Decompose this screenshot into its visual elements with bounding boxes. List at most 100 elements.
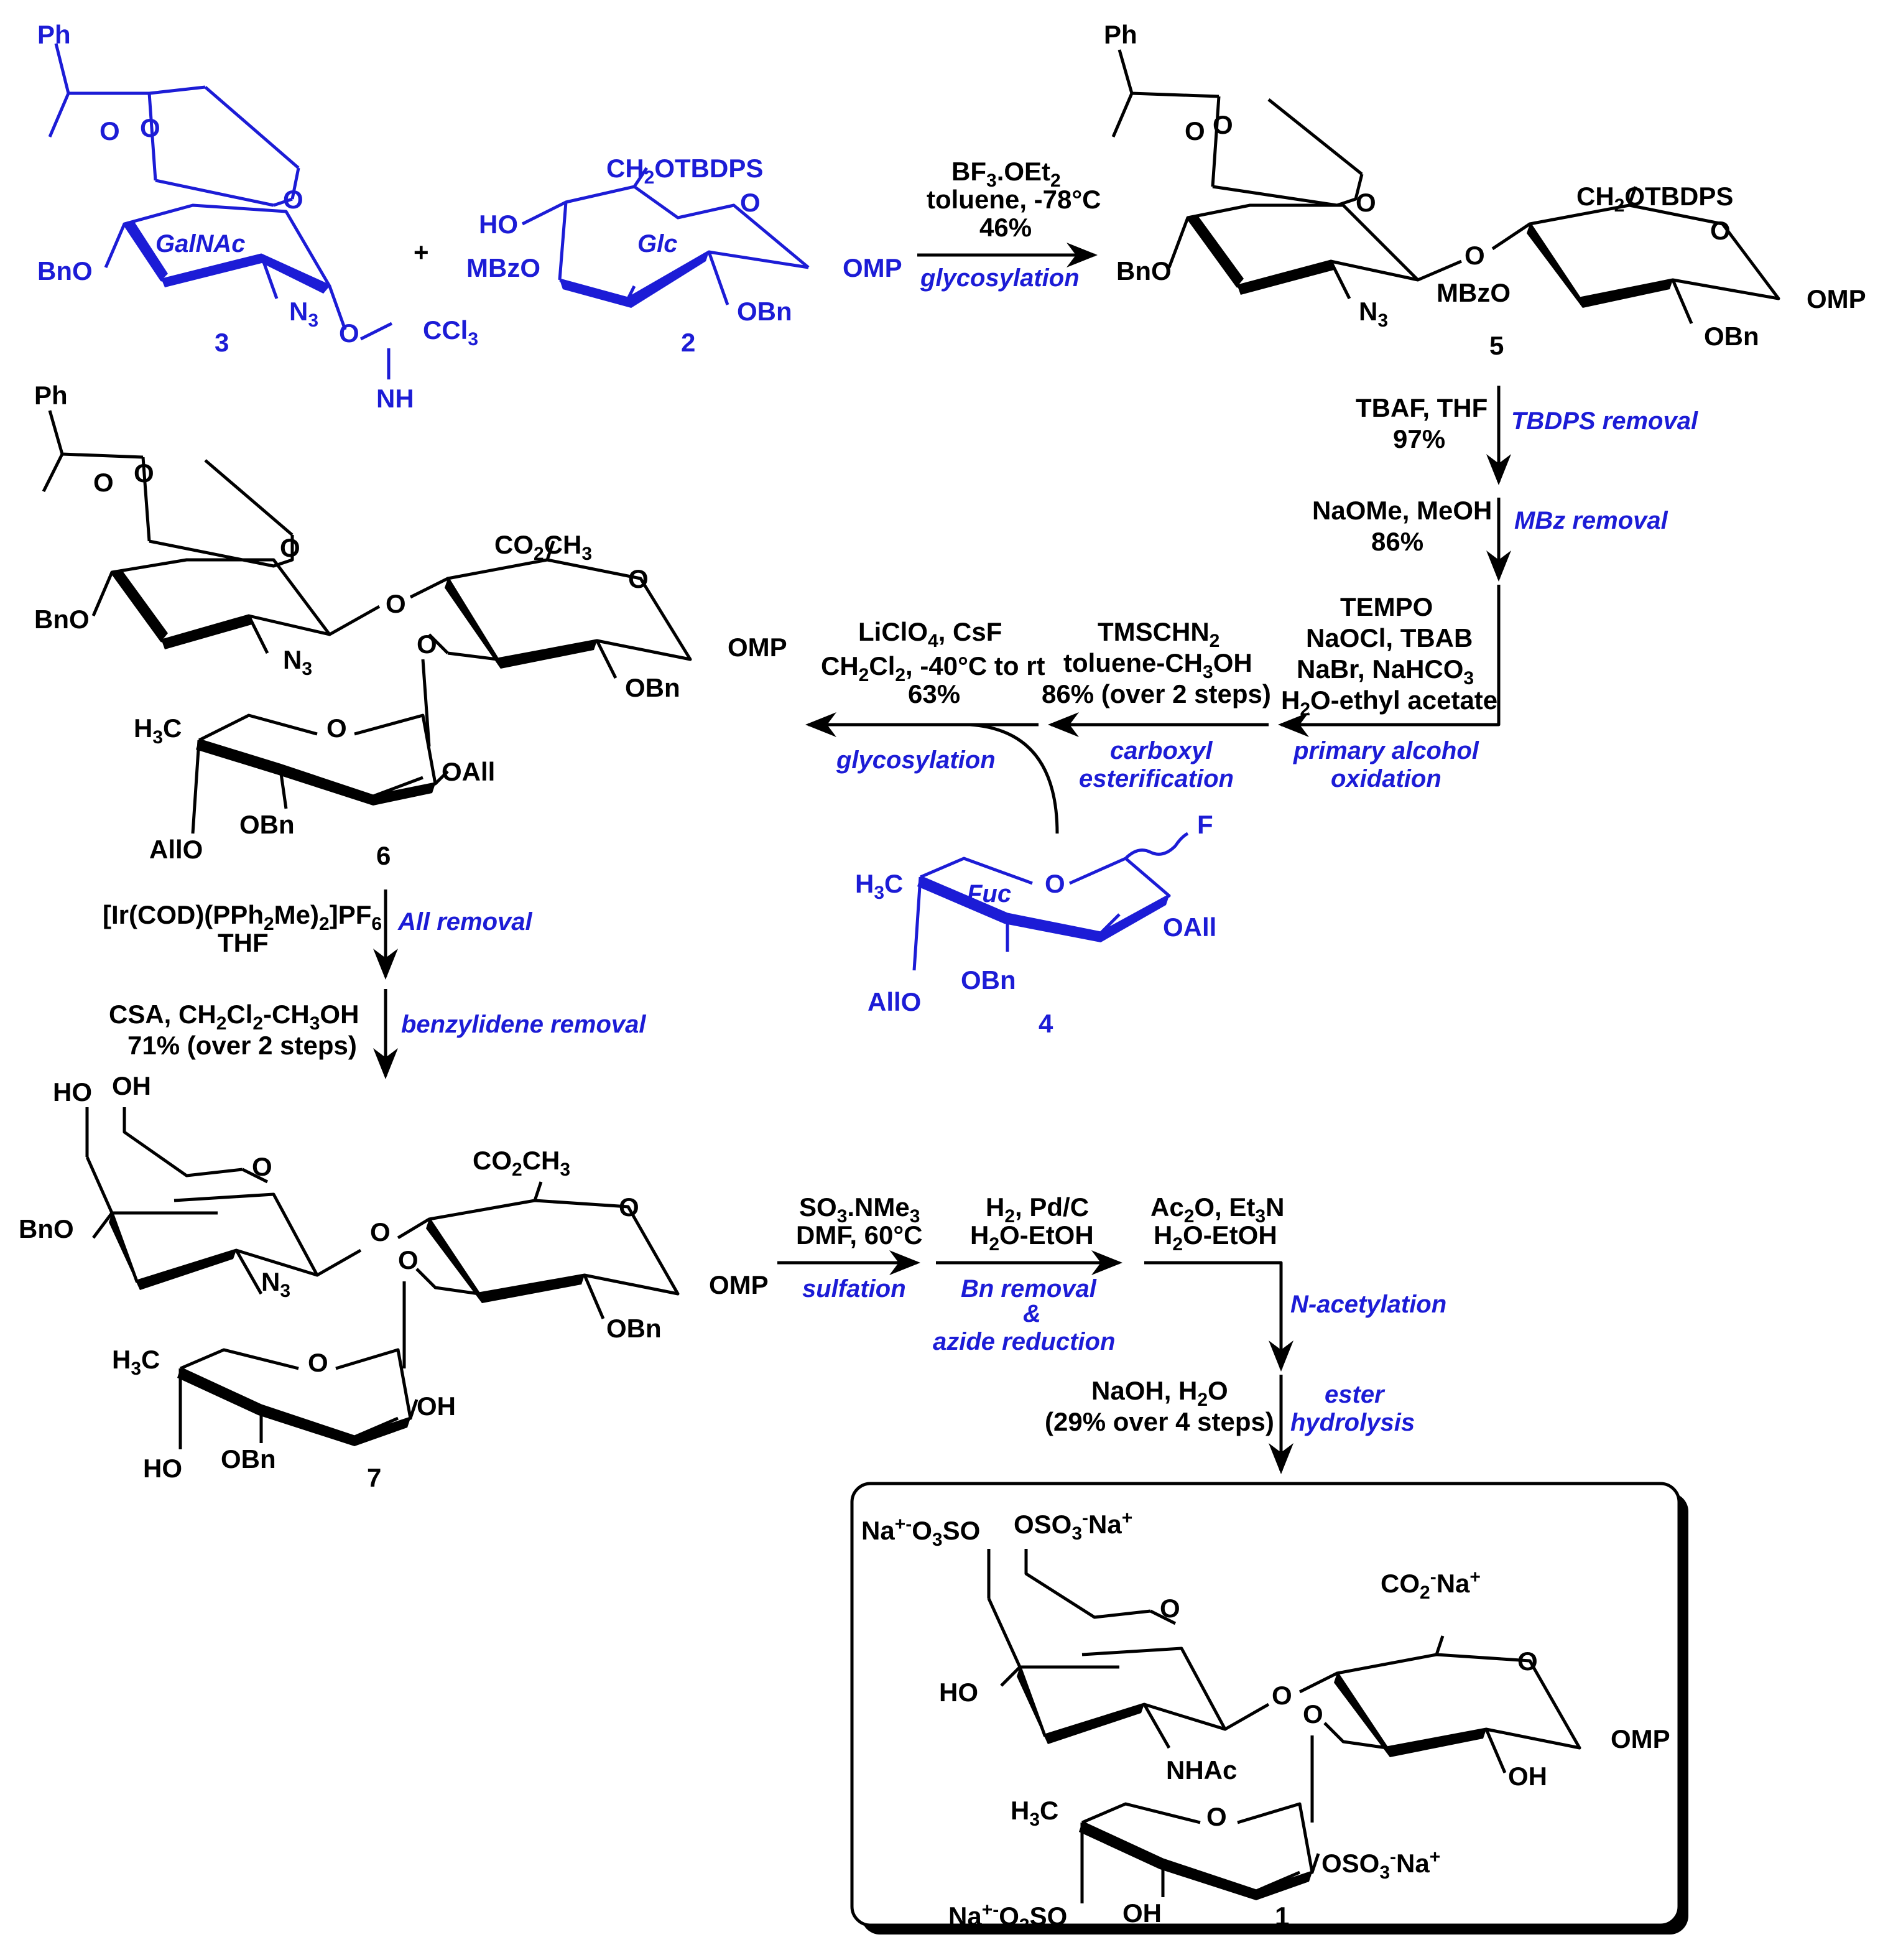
c4-h3c: H3C bbox=[855, 869, 903, 903]
c5-ph: Ph bbox=[1104, 20, 1137, 49]
step-n-acetylation: Ac2O, Et3N H2O-EtOH N-acetylation bbox=[1144, 1192, 1446, 1372]
c1-ring-o3: O bbox=[1206, 1802, 1227, 1831]
glyco1-label: glycosylation bbox=[920, 264, 1080, 292]
step-oxidation: TEMPO NaOCl, TBAB NaBr, NaHCO3 H2O-ethyl… bbox=[1278, 585, 1501, 792]
c5-link-o: O bbox=[1465, 241, 1485, 270]
c1-h3c: H3C bbox=[1011, 1796, 1058, 1830]
c6-number: 6 bbox=[376, 841, 391, 870]
c3-ph: Ph bbox=[37, 20, 71, 49]
glyco2-r2: CH2Cl2, -40°C to rt bbox=[821, 651, 1045, 685]
bn-label2: & bbox=[1023, 1300, 1041, 1327]
est-r2: toluene-CH3OH bbox=[1063, 648, 1252, 682]
allrem-r1: [Ir(COD)(PPh2Me)2]PF6 bbox=[103, 900, 382, 934]
c5-number: 5 bbox=[1489, 331, 1504, 360]
c4-allo: AllO bbox=[868, 987, 921, 1016]
c5-o1: O bbox=[1185, 116, 1205, 146]
nac-r2: H2O-EtOH bbox=[1154, 1220, 1277, 1255]
c7-ring-o3: O bbox=[308, 1348, 328, 1377]
ox-r3: NaBr, NaHCO3 bbox=[1297, 654, 1474, 689]
mbz-yield: 86% bbox=[1371, 527, 1423, 556]
hyd-r1: NaOH, H2O bbox=[1091, 1376, 1228, 1410]
c7-omp: OMP bbox=[709, 1270, 769, 1299]
step-bn-removal: H2, Pd/C H2O-EtOH Bn removal & azide red… bbox=[933, 1192, 1122, 1355]
step-benzylidene-removal: CSA, CH2Cl2-CH3OH 71% (over 2 steps) ben… bbox=[109, 989, 646, 1079]
glyco2-yield: 63% bbox=[908, 679, 960, 708]
c6-allo: AllO bbox=[149, 835, 203, 864]
c5-n3: N3 bbox=[1359, 297, 1388, 331]
c3-sugar-label: GalNAc bbox=[155, 230, 246, 258]
c5-omp: OMP bbox=[1807, 284, 1866, 314]
c6-h3c: H3C bbox=[134, 713, 182, 748]
nac-r1: Ac2O, Et3N bbox=[1150, 1192, 1284, 1227]
c6-oall: OAll bbox=[442, 757, 495, 786]
c2-ring-o: O bbox=[740, 188, 761, 217]
c2-number: 2 bbox=[681, 328, 695, 357]
c7-ho2: HO bbox=[143, 1454, 182, 1483]
tbdps-reagent: TBAF, THF bbox=[1356, 393, 1488, 422]
c3-ccl3: CCl3 bbox=[423, 315, 478, 350]
c1-number: 1 bbox=[1275, 1902, 1289, 1931]
bn-r2: H2O-EtOH bbox=[970, 1220, 1094, 1255]
c5-bno: BnO bbox=[1116, 256, 1172, 286]
c3-o2: O bbox=[140, 113, 160, 142]
ox-r1: TEMPO bbox=[1340, 592, 1433, 621]
c1-oso3-na-fuc: OSO3-Na+ bbox=[1321, 1847, 1440, 1883]
c7-oh2: OH bbox=[417, 1391, 456, 1421]
c3-number: 3 bbox=[215, 328, 229, 357]
c3-o1: O bbox=[99, 116, 120, 146]
ox-label2: oxidation bbox=[1331, 765, 1441, 792]
bn-label1: Bn removal bbox=[961, 1275, 1097, 1303]
c5-o2: O bbox=[1213, 110, 1233, 139]
bn-label3: azide reduction bbox=[933, 1328, 1115, 1355]
allrem-r2: THF bbox=[218, 928, 269, 957]
c1-link-o2: O bbox=[1303, 1699, 1323, 1729]
c1-omp: OMP bbox=[1611, 1724, 1670, 1753]
step-ester-hydrolysis: NaOH, H2O (29% over 4 steps) ester hydro… bbox=[1045, 1375, 1415, 1474]
c1-nhac: NHAc bbox=[1166, 1755, 1237, 1785]
c7-h3c: H3C bbox=[112, 1345, 160, 1379]
c1-co2-na: CO2-Na+ bbox=[1381, 1567, 1481, 1603]
c6-ring-o1: O bbox=[280, 533, 300, 562]
benz-r1: CSA, CH2Cl2-CH3OH bbox=[109, 1000, 359, 1034]
bn-r1: H2, Pd/C bbox=[986, 1192, 1089, 1227]
hyd-label1: ester bbox=[1325, 1381, 1386, 1408]
c4-obn: OBn bbox=[961, 965, 1016, 995]
c7-obn: OBn bbox=[606, 1314, 662, 1343]
c1-link-o1: O bbox=[1272, 1681, 1292, 1710]
c6-omp: OMP bbox=[728, 633, 787, 662]
tbdps-label: TBDPS removal bbox=[1511, 407, 1698, 435]
c6-o2: O bbox=[134, 458, 154, 488]
step-glycosylation-1: BF3.OEt2 toluene, -78°C 46% glycosylatio… bbox=[917, 157, 1101, 292]
c3-o-anomeric: O bbox=[339, 318, 359, 348]
glyco1-reagent2: toluene, -78°C bbox=[927, 185, 1101, 214]
tbdps-yield: 97% bbox=[1393, 424, 1445, 453]
glyco1-reagent1: BF3.OEt2 bbox=[951, 157, 1061, 191]
c1-oh: OH bbox=[1508, 1762, 1547, 1791]
ox-r4: H2O-ethyl acetate bbox=[1281, 685, 1497, 720]
c5-ring-o2: O bbox=[1710, 216, 1731, 245]
c6-link-o2: O bbox=[417, 629, 437, 659]
c3-ring-o: O bbox=[283, 185, 303, 214]
c5-ring-o1: O bbox=[1356, 188, 1376, 217]
c6-bno: BnO bbox=[34, 605, 90, 634]
c7-bno: BnO bbox=[19, 1214, 74, 1243]
c5-obn: OBn bbox=[1704, 322, 1759, 351]
compound-5: Ph O O O BnO N3 O CH2OTBDPS O MBzO OMP O… bbox=[1104, 20, 1866, 360]
c7-oh1: OH bbox=[112, 1071, 151, 1100]
benz-yield: 71% (over 2 steps) bbox=[127, 1031, 357, 1060]
c4-number: 4 bbox=[1039, 1009, 1053, 1038]
step-all-removal: [Ir(COD)(PPh2Me)2]PF6 THF All removal bbox=[103, 889, 533, 980]
step-glycosylation-2: LiClO4, CsF CH2Cl2, -40°C to rt 63% glyc… bbox=[805, 617, 1059, 834]
est-yield: 86% (over 2 steps) bbox=[1042, 679, 1271, 708]
sulf-r2: DMF, 60°C bbox=[796, 1220, 923, 1250]
c5-mbzo: MBzO bbox=[1437, 278, 1511, 307]
product-box bbox=[850, 1482, 1688, 1934]
c2-obn: OBn bbox=[737, 297, 792, 326]
c5-ch2otbdps: CH2OTBDPS bbox=[1576, 182, 1733, 216]
c1-oso3-na: OSO3-Na+ bbox=[1014, 1508, 1132, 1544]
sulf-r1: SO3.NMe3 bbox=[799, 1192, 920, 1227]
c4-sugar-label: Fuc bbox=[967, 880, 1011, 908]
c3-bno: BnO bbox=[37, 256, 93, 286]
sulf-label: sulfation bbox=[802, 1275, 906, 1303]
